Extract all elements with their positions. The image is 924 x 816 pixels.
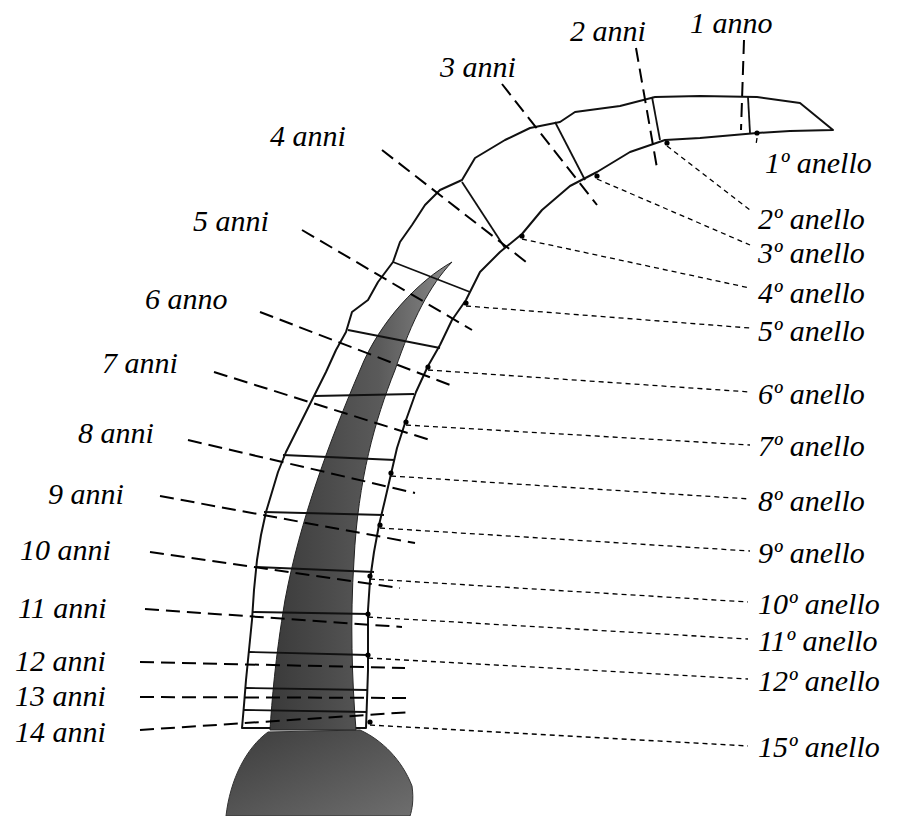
age-label: 7 anni <box>102 346 178 379</box>
age-label: 3 anni <box>440 50 516 83</box>
age-label: 9 anni <box>48 477 124 510</box>
ring-label: 3º anello <box>758 236 865 269</box>
age-label: 6 anno <box>145 282 228 315</box>
ring-label: 2º anello <box>758 202 865 235</box>
ring-label: 7º anello <box>758 429 865 462</box>
age-label: 4 anni <box>270 119 346 152</box>
horn-core <box>270 262 452 730</box>
age-label: 8 anni <box>78 416 154 449</box>
ring-label: 10º anello <box>758 587 880 620</box>
ring-label: 15º anello <box>758 730 880 763</box>
ring-label: 5º anello <box>758 314 865 347</box>
ring-label: 11º anello <box>758 624 878 657</box>
ring-label: 12º anello <box>758 664 880 697</box>
ring-label: 4º anello <box>758 276 865 309</box>
age-label: 12 anni <box>15 644 106 677</box>
age-label: 10 anni <box>20 533 111 566</box>
age-label: 1 anno <box>690 6 773 39</box>
age-label: 2 anni <box>570 14 646 47</box>
ring-label: 6º anello <box>758 377 865 410</box>
ring-dots <box>365 130 759 724</box>
horn-base <box>226 730 413 816</box>
age-label: 5 anni <box>193 204 269 237</box>
age-label: 14 anni <box>15 715 106 748</box>
ring-leaders <box>368 138 757 746</box>
ring-label: 1º anello <box>765 146 872 179</box>
ring-label: 8º anello <box>758 484 865 517</box>
ring-label: 9º anello <box>758 536 865 569</box>
age-label: 11 anni <box>18 591 107 624</box>
age-label: 13 anni <box>15 679 106 712</box>
